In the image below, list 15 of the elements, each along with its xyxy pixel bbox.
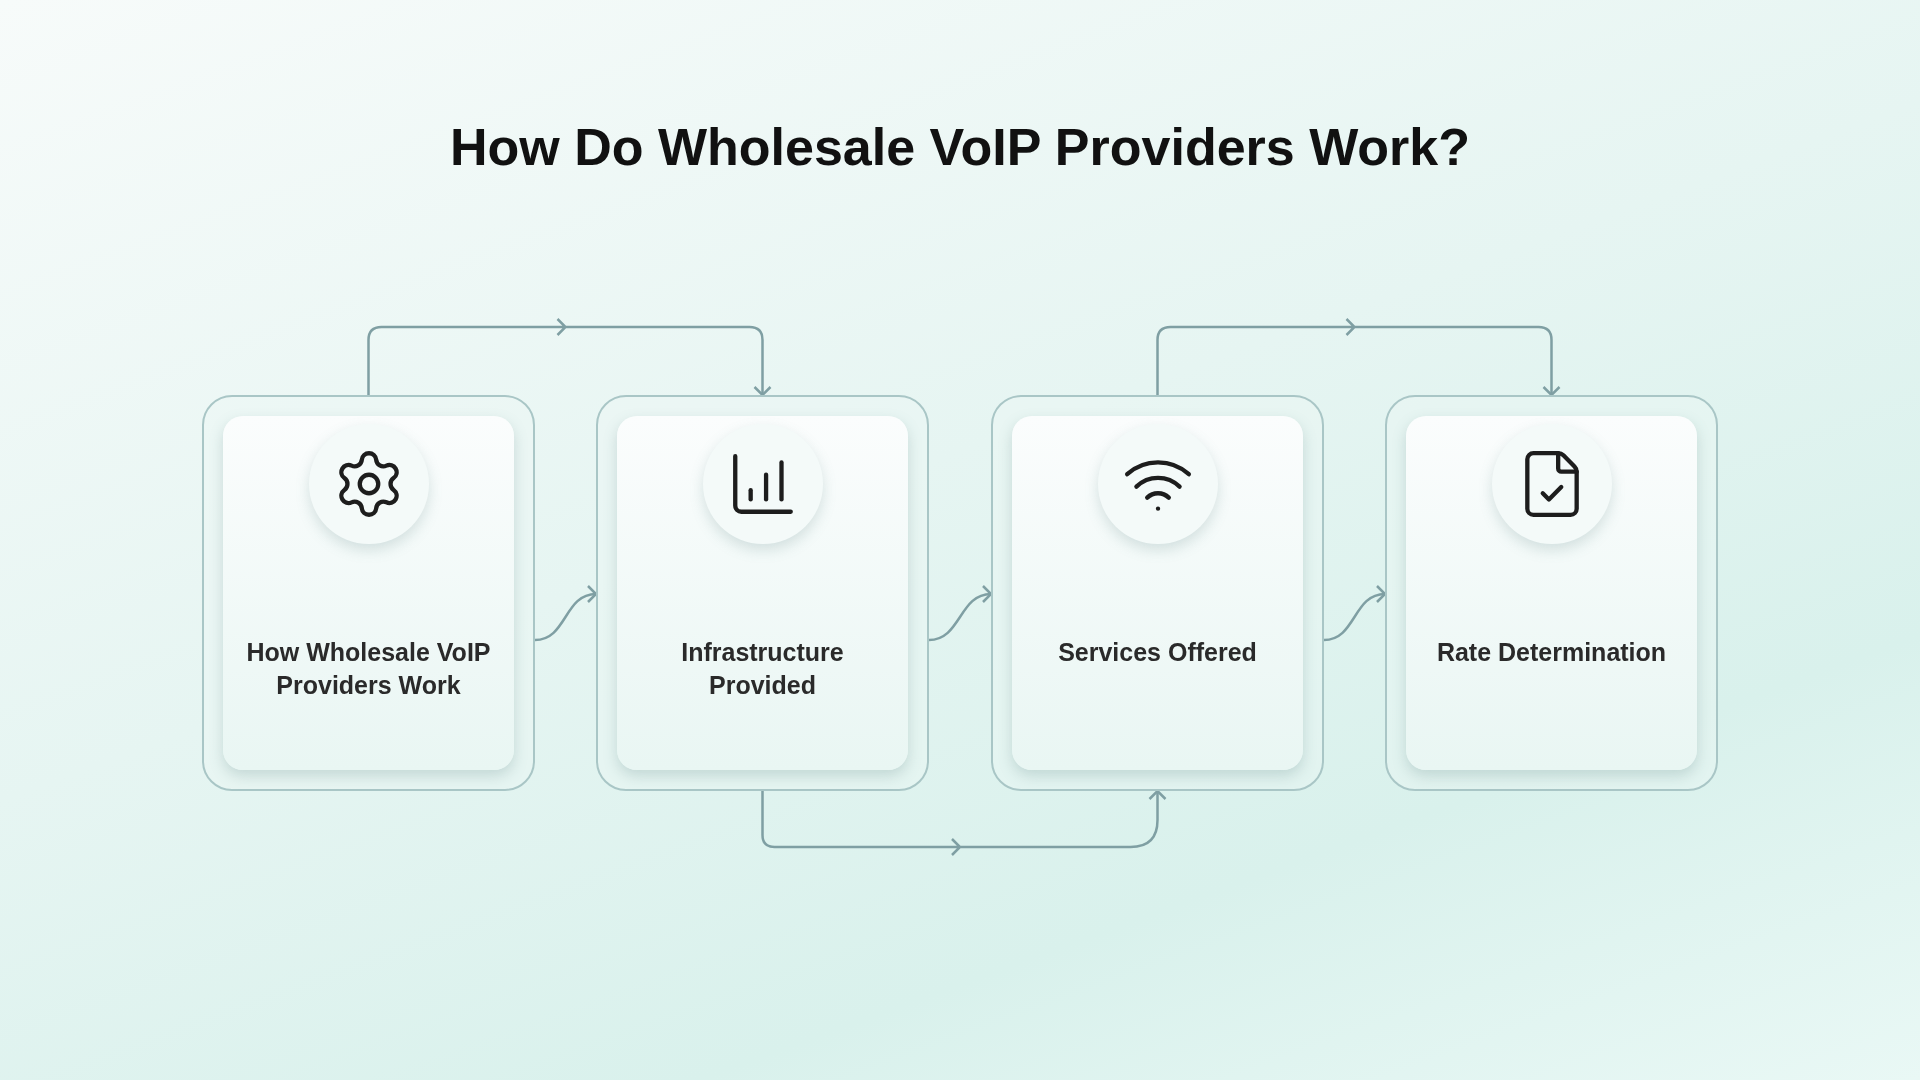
- arrow: [761, 789, 1167, 857]
- step-label: Infrastructure Provided: [680, 637, 845, 701]
- step-label: How Wholesale VoIP Providers Work: [245, 637, 492, 701]
- step-label: Rate Determination: [1436, 637, 1667, 668]
- step-card: [202, 395, 535, 791]
- arrow: [1323, 585, 1387, 642]
- arrow: [1156, 317, 1561, 397]
- arrow: [534, 585, 598, 642]
- arrow: [928, 585, 993, 642]
- arrow: [367, 317, 772, 397]
- step-card: [596, 395, 929, 791]
- step-card: [991, 395, 1324, 791]
- step-card: [1385, 395, 1718, 791]
- title: How Do Wholesale VoIP Providers Work?: [449, 117, 1471, 178]
- step-label: Services Offered: [1058, 637, 1257, 668]
